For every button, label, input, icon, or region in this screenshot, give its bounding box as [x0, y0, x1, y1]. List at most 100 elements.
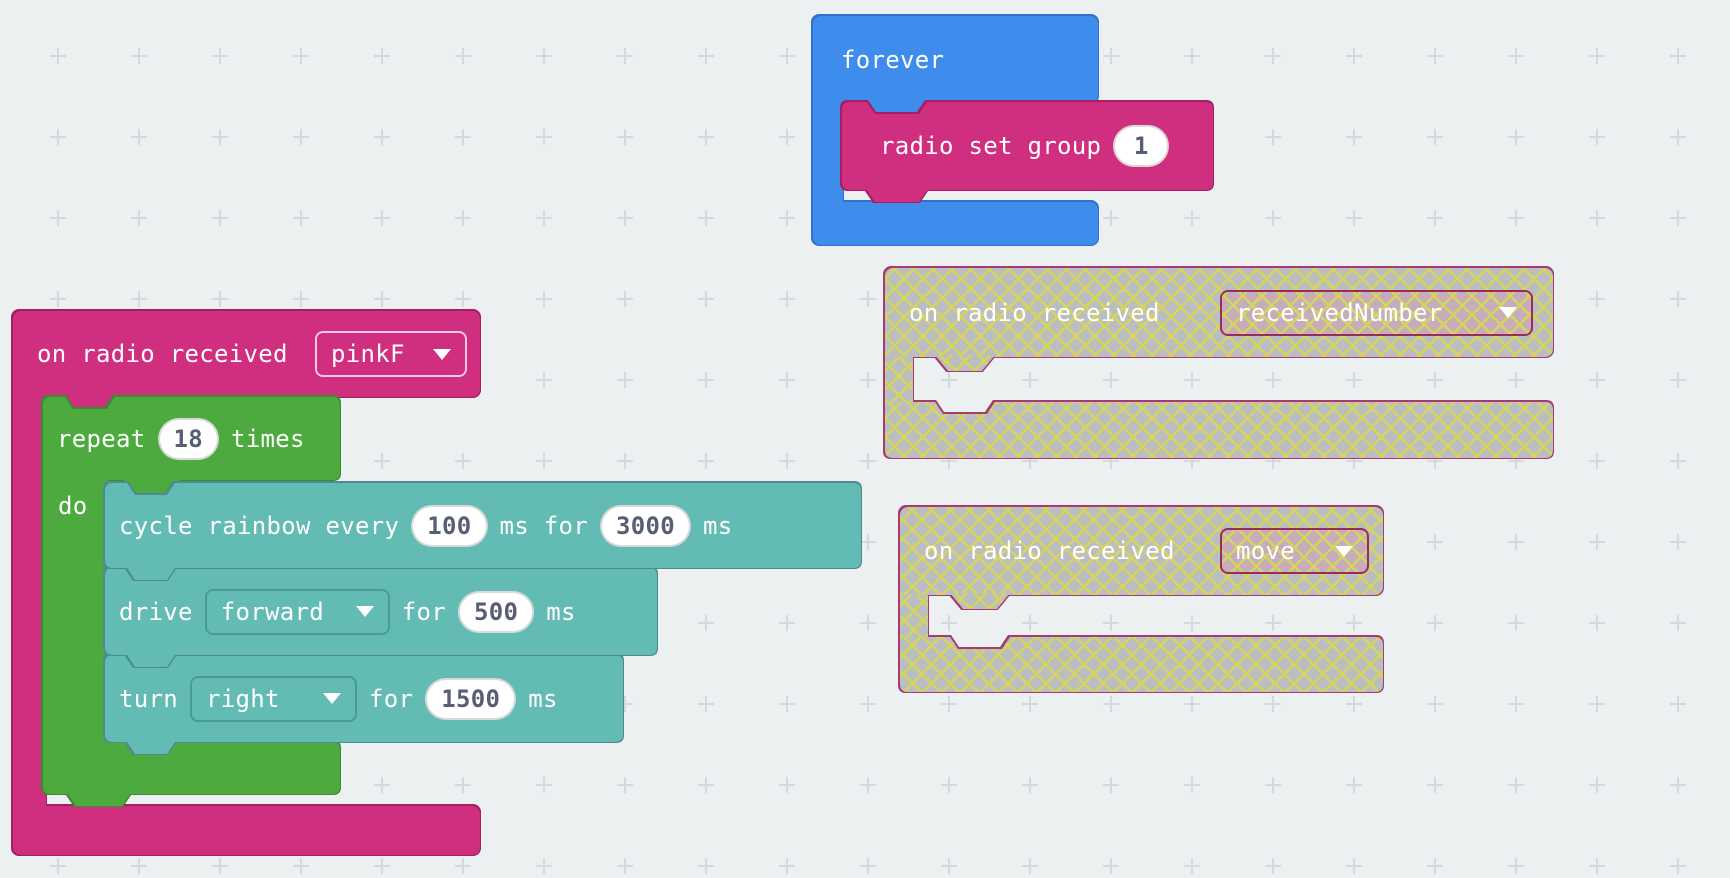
- grid-plus-icon: [374, 210, 390, 226]
- grid-plus-icon: [1670, 210, 1686, 226]
- grid-plus-icon: [779, 858, 795, 874]
- repeat-left-arm: [43, 480, 107, 742]
- grid-plus-icon: [1589, 210, 1605, 226]
- grid-plus-icon: [1670, 129, 1686, 145]
- cycle-rainbow-label-mid: ms for: [499, 511, 588, 540]
- drive-block[interactable]: drive forward for 500 ms: [105, 568, 657, 667]
- dropdown-arrow-icon: [323, 693, 341, 704]
- times-label: times: [231, 424, 305, 453]
- grid-plus-icon: [1184, 696, 1200, 712]
- grid-plus-icon: [1346, 372, 1362, 388]
- grid-plus-icon: [1103, 210, 1119, 226]
- forever-label-row: forever: [841, 16, 944, 103]
- grid-plus-icon: [50, 129, 66, 145]
- grid-plus-icon: [1670, 291, 1686, 307]
- grid-plus-icon: [374, 453, 390, 469]
- grid-plus-icon: [212, 129, 228, 145]
- grid-plus-icon: [860, 777, 876, 793]
- grid-plus-icon: [1184, 48, 1200, 64]
- disabled-roof-bump: [935, 355, 995, 371]
- grid-plus-icon: [1508, 372, 1524, 388]
- forever-left-arm: [813, 103, 843, 202]
- grid-plus-icon: [1103, 858, 1119, 874]
- on-radio-received-label: on radio received: [924, 537, 1175, 565]
- grid-plus-icon: [455, 453, 471, 469]
- grid-plus-icon: [131, 210, 147, 226]
- drive-duration-input[interactable]: 500: [458, 590, 535, 633]
- cycle-rainbow-row: cycle rainbow every 100 ms for 3000 ms: [119, 483, 733, 568]
- drive-direction-dropdown[interactable]: forward: [204, 588, 390, 635]
- repeat-header-row: repeat 18 times: [57, 397, 305, 480]
- turn-ms-label: ms: [528, 684, 558, 713]
- grid-plus-icon: [1022, 777, 1038, 793]
- grid-plus-icon: [617, 48, 633, 64]
- grid-plus-icon: [455, 858, 471, 874]
- received-number-dropdown-value: receivedNumber: [1236, 298, 1443, 327]
- drive-direction-value: forward: [220, 597, 324, 626]
- rainbow-duration-input[interactable]: 3000: [600, 504, 691, 547]
- grid-plus-icon: [1670, 48, 1686, 64]
- grid-plus-icon: [941, 858, 957, 874]
- grid-plus-icon: [779, 372, 795, 388]
- grid-plus-icon: [1184, 615, 1200, 631]
- grid-plus-icon: [1103, 453, 1119, 469]
- radio-set-group-block[interactable]: radio set group 1: [842, 102, 1213, 202]
- turn-block[interactable]: turn right for 1500 ms: [105, 655, 623, 754]
- forever-block[interactable]: forever: [813, 16, 1098, 245]
- grid-plus-icon: [1427, 615, 1443, 631]
- grid-plus-icon: [455, 48, 471, 64]
- radio-name-dropdown[interactable]: pinkF: [315, 331, 467, 377]
- grid-plus-icon: [1589, 453, 1605, 469]
- turn-for-label: for: [369, 684, 414, 713]
- grid-plus-icon: [374, 291, 390, 307]
- grid-plus-icon: [860, 453, 876, 469]
- repeat-label: repeat: [57, 424, 146, 453]
- on-radio-received-label: on radio received: [37, 340, 288, 368]
- grid-plus-icon: [698, 210, 714, 226]
- on-radio-received-bottom-bar: [13, 806, 480, 855]
- grid-plus-icon: [1427, 858, 1443, 874]
- grid-plus-icon: [212, 210, 228, 226]
- grid-plus-icon: [698, 48, 714, 64]
- grid-plus-icon: [1184, 453, 1200, 469]
- grid-plus-icon: [779, 129, 795, 145]
- grid-plus-icon: [617, 858, 633, 874]
- grid-plus-icon: [1508, 696, 1524, 712]
- repeat-count-input[interactable]: 18: [157, 417, 219, 460]
- grid-plus-icon: [212, 858, 228, 874]
- grid-plus-icon: [1265, 48, 1281, 64]
- received-number-dropdown[interactable]: receivedNumber: [1220, 289, 1533, 336]
- forever-header: [813, 16, 1098, 103]
- grid-plus-icon: [1508, 453, 1524, 469]
- grid-plus-icon: [131, 48, 147, 64]
- dropdown-arrow-icon: [433, 348, 451, 360]
- on-radio-received-header: [13, 311, 480, 397]
- grid-plus-icon: [1427, 534, 1443, 550]
- grid-plus-icon: [1508, 777, 1524, 793]
- grid-plus-icon: [860, 615, 876, 631]
- on-radio-received-number-block-disabled[interactable]: on radio received receivedNumber: [885, 268, 1553, 458]
- grid-plus-icon: [212, 291, 228, 307]
- grid-plus-icon: [1508, 615, 1524, 631]
- grid-plus-icon: [698, 291, 714, 307]
- grid-plus-icon: [374, 777, 390, 793]
- grid-plus-icon: [1103, 615, 1119, 631]
- rainbow-interval-input[interactable]: 100: [411, 504, 488, 547]
- repeat-block[interactable]: repeat 18 times do: [43, 397, 340, 806]
- grid-plus-icon: [293, 210, 309, 226]
- group-number-input[interactable]: 1: [1113, 125, 1170, 167]
- turn-duration-input[interactable]: 1500: [425, 677, 517, 720]
- grid-plus-icon: [941, 615, 957, 631]
- grid-plus-icon: [131, 129, 147, 145]
- turn-direction-dropdown[interactable]: right: [190, 675, 357, 722]
- on-radio-received-move-block-disabled[interactable]: on radio received move: [900, 507, 1383, 695]
- grid-plus-icon: [941, 696, 957, 712]
- cycle-rainbow-block[interactable]: cycle rainbow every 100 ms for 3000 ms: [105, 483, 861, 580]
- grid-plus-icon: [293, 291, 309, 307]
- grid-plus-icon: [698, 696, 714, 712]
- grid-plus-icon: [1346, 453, 1362, 469]
- grid-plus-icon: [1427, 696, 1443, 712]
- move-dropdown[interactable]: move: [1220, 528, 1369, 574]
- grid-plus-icon: [779, 696, 795, 712]
- grid-plus-icon: [860, 696, 876, 712]
